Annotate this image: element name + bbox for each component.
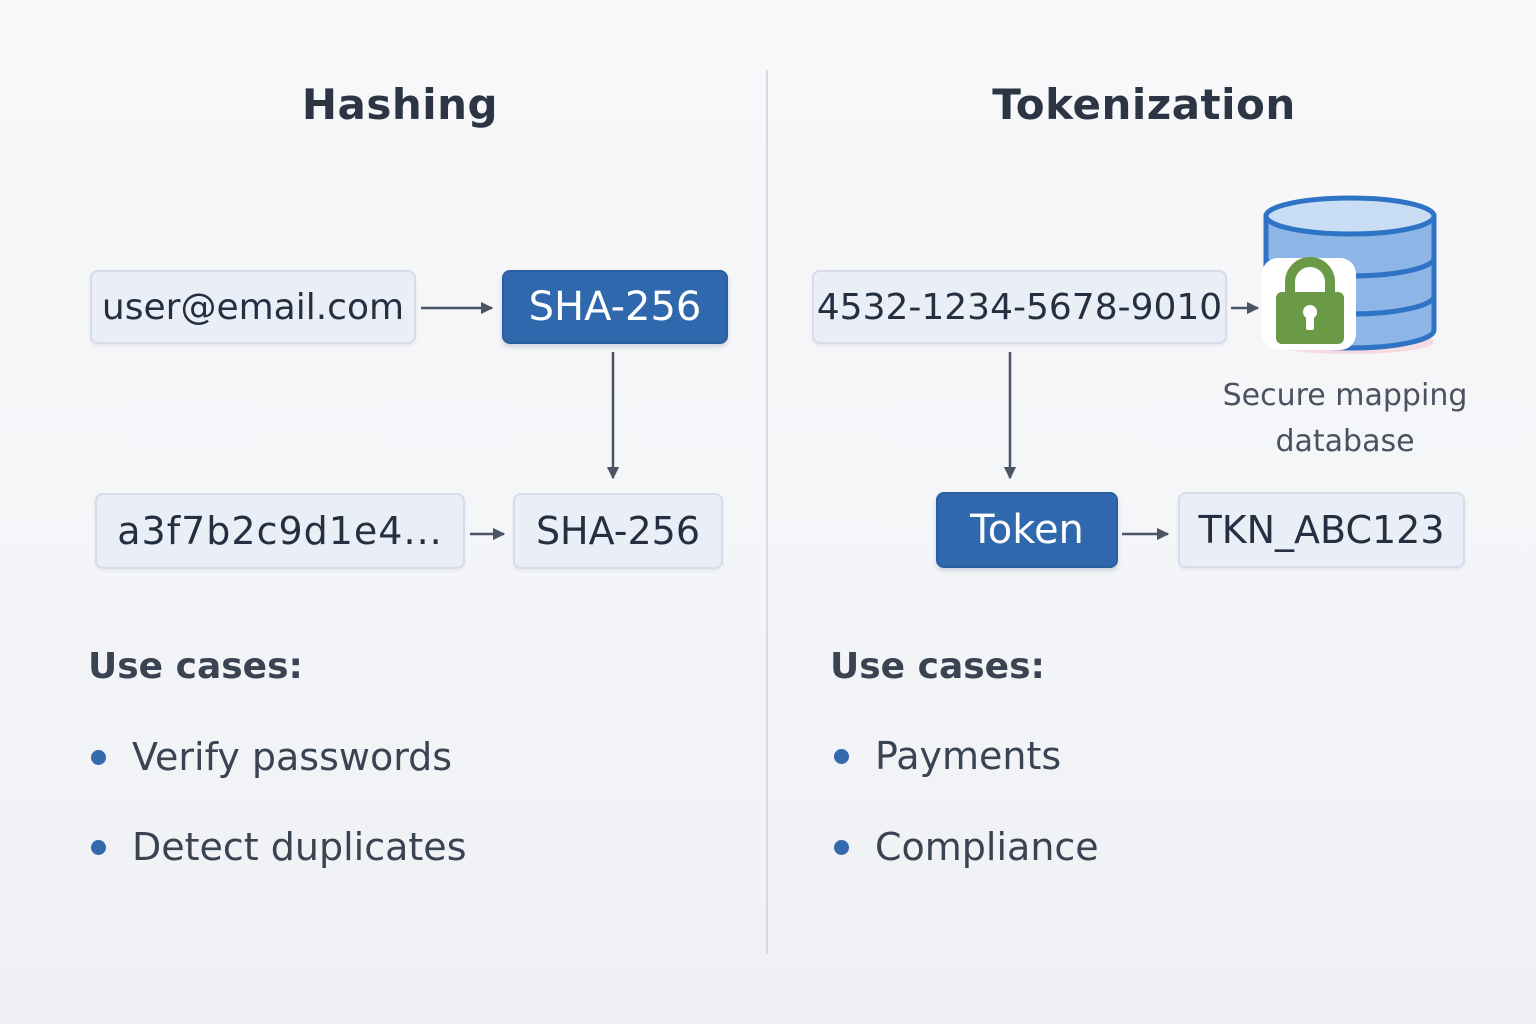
tokenization-title: Tokenization	[992, 80, 1296, 129]
database-caption-line2: database	[1275, 424, 1415, 459]
list-item: Payments	[834, 734, 1061, 778]
bullet-icon	[834, 839, 849, 855]
hashing-use-case-1: Verify passwords	[132, 735, 453, 779]
tokenization-use-cases-label: Use cases:	[830, 646, 1045, 687]
card-number-box: 4532-1234-5678-9010	[812, 270, 1227, 344]
section-divider	[766, 70, 768, 954]
bullet-icon	[834, 748, 849, 764]
hashing-title: Hashing	[301, 80, 499, 129]
token-label-text: Token	[970, 507, 1084, 553]
sha256-algorithm-box: SHA-256	[502, 270, 728, 344]
hash-input-box: user@email.com	[90, 270, 416, 344]
hashing-use-case-2: Detect duplicates	[132, 825, 467, 869]
database-caption: Secure mapping database	[1205, 373, 1485, 465]
tokenization-use-case-2: Compliance	[875, 825, 1099, 869]
card-number-text: 4532-1234-5678-9010	[816, 286, 1223, 328]
hash-output-label-text: SHA-256	[535, 509, 701, 553]
bullet-icon	[91, 749, 106, 765]
database-caption-line1: Secure mapping	[1222, 378, 1468, 413]
token-box: Token	[936, 492, 1118, 568]
list-item: Compliance	[834, 825, 1099, 869]
token-value-text: TKN_ABC123	[1198, 508, 1445, 552]
hashing-use-cases-label: Use cases:	[88, 646, 303, 687]
tokenization-use-case-1: Payments	[875, 734, 1062, 778]
token-value-box: TKN_ABC123	[1178, 492, 1465, 568]
database-lock-icon	[1262, 195, 1437, 354]
sha256-algorithm-text: SHA-256	[528, 284, 702, 330]
hash-input-text: user@email.com	[101, 286, 405, 328]
hash-output-box: a3f7b2c9d1e4...	[95, 493, 465, 569]
list-item: Detect duplicates	[91, 825, 467, 869]
hash-output-label-box: SHA-256	[513, 493, 723, 569]
list-item: Verify passwords	[91, 735, 452, 779]
hash-output-text: a3f7b2c9d1e4...	[117, 509, 443, 553]
bullet-icon	[91, 839, 106, 855]
